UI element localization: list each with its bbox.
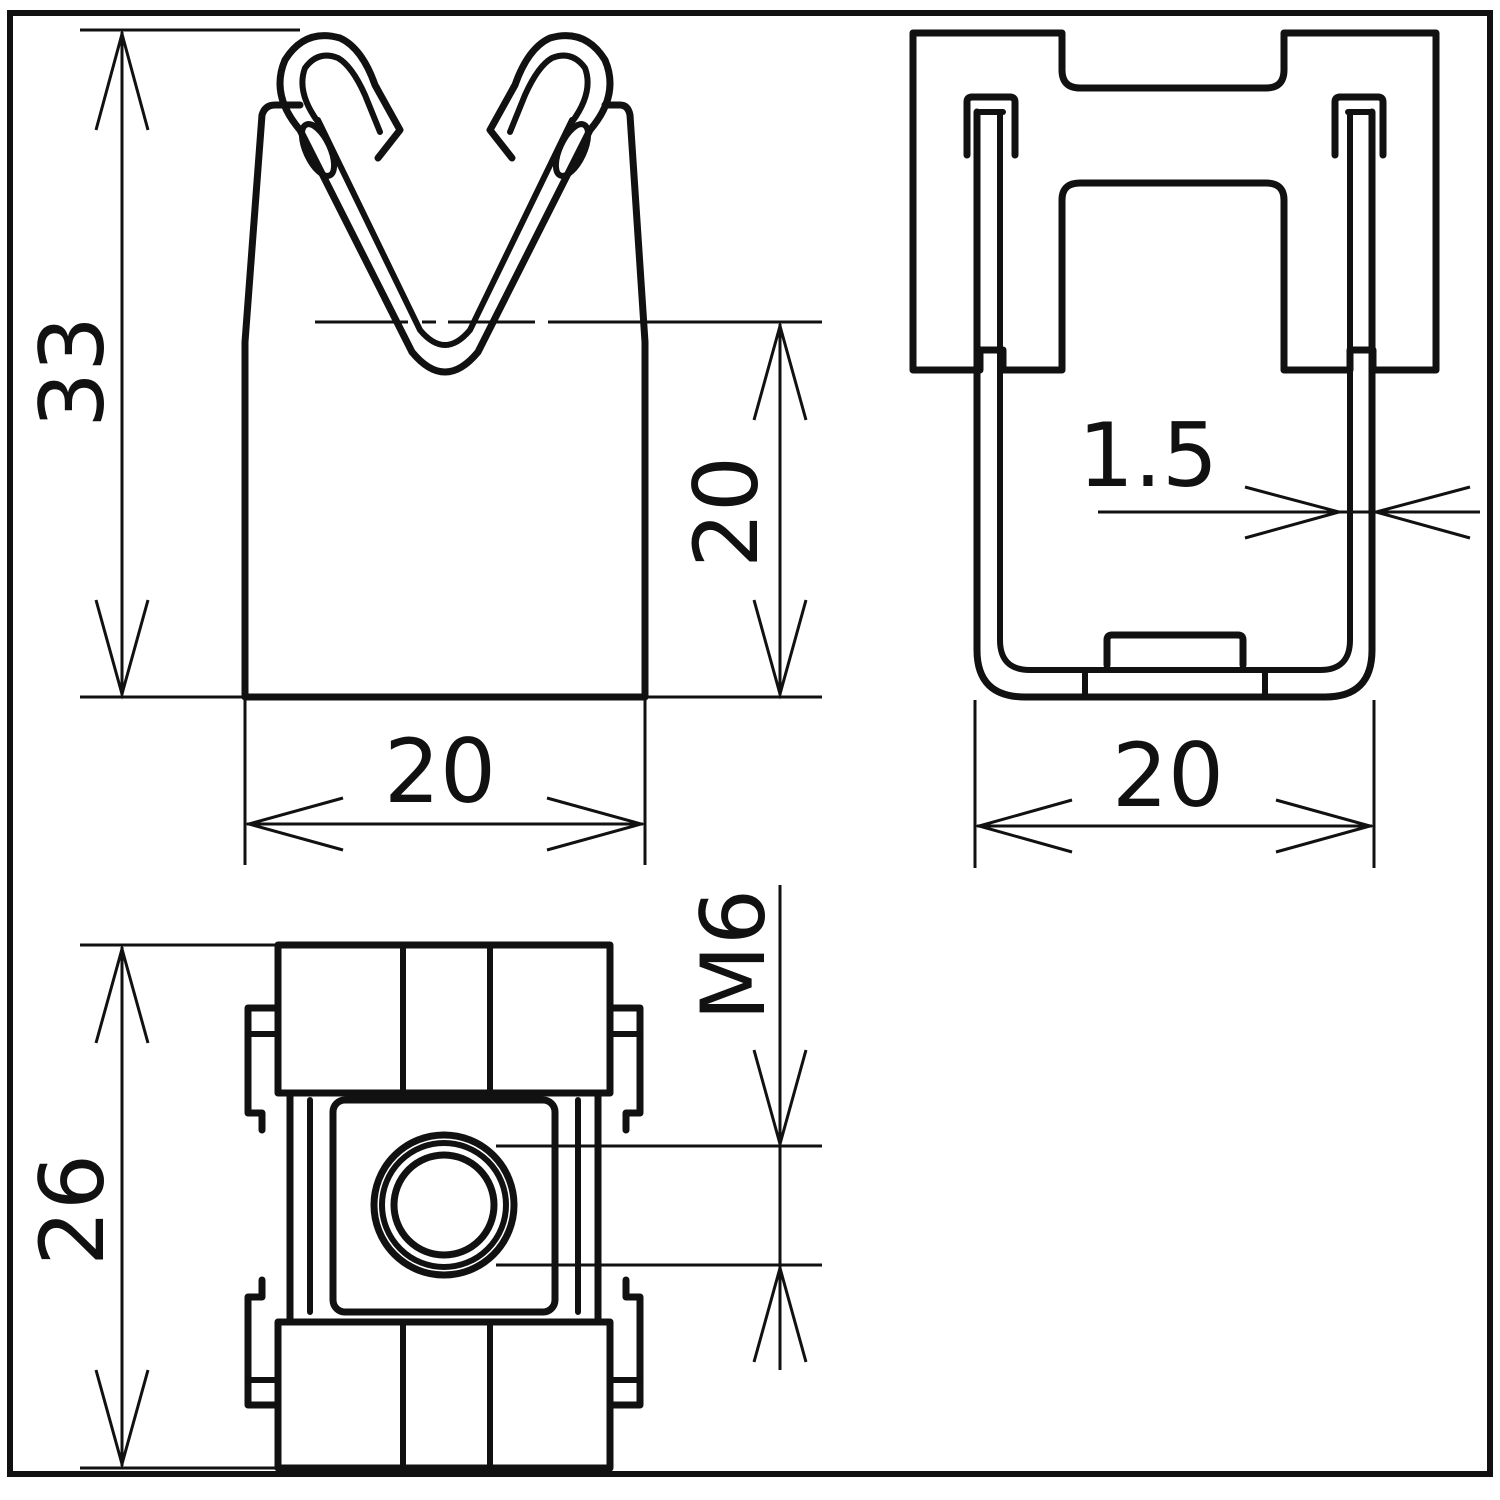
top-block-lower xyxy=(274,1318,614,1472)
dim-1p5-arrow-right xyxy=(1370,485,1471,540)
top-block-upper xyxy=(274,941,614,1097)
top-middle-section xyxy=(286,1089,602,1326)
top-thread-mid xyxy=(379,1140,509,1270)
dim-33-label: 33 xyxy=(21,316,124,428)
dim-26-label: 26 xyxy=(21,1154,124,1266)
top-view: 26 M6 xyxy=(21,885,822,1472)
dim-m6-arrow-bottom xyxy=(752,1262,808,1363)
top-left-tab-lower xyxy=(244,1276,282,1409)
top-left-tab-upper xyxy=(244,1004,282,1134)
side-u-wire-outer xyxy=(973,108,1376,701)
dim-20h-label: 20 xyxy=(384,720,496,823)
front-right-hook xyxy=(486,32,614,162)
dim-side-20-label: 20 xyxy=(1112,724,1224,827)
dim-20h-arrow-right xyxy=(546,796,647,852)
front-left-hook-inner xyxy=(299,52,383,135)
side-view: 1.5 20 xyxy=(909,29,1480,868)
front-view: 33 20 20 xyxy=(21,28,822,865)
front-left-hook xyxy=(276,32,404,162)
front-rivet-right xyxy=(552,121,592,179)
top-thread-inner xyxy=(390,1151,498,1259)
top-thread-outer xyxy=(370,1131,518,1279)
dim-20v-arrow-bottom xyxy=(752,599,808,700)
side-u-wire-inner xyxy=(997,109,1353,673)
dim-m6-label: M6 xyxy=(682,889,785,1021)
dim-20v-label: 20 xyxy=(675,456,778,568)
dim-26-arrow-bottom xyxy=(94,1369,150,1470)
front-rivet-left xyxy=(298,121,338,179)
dim-1p5-label: 1.5 xyxy=(1078,404,1218,507)
dim-33-arrow-bottom xyxy=(94,599,150,700)
front-v-wire-inner xyxy=(315,117,575,348)
dim-side-20-arrow-right xyxy=(1275,798,1376,854)
dim-20h-arrow-left xyxy=(243,796,344,852)
top-right-tab-upper xyxy=(606,1004,644,1134)
side-bottom-base xyxy=(1082,669,1268,700)
dim-m6-arrow-top xyxy=(752,1049,808,1150)
side-left-post-outer xyxy=(963,93,1019,159)
front-body-outline xyxy=(241,101,649,701)
dim-26-arrow-top xyxy=(94,943,150,1044)
dim-33-arrow-top xyxy=(94,28,150,131)
front-v-wire xyxy=(296,126,594,376)
top-nut-plate xyxy=(329,1096,559,1316)
drawing-frame xyxy=(7,10,1493,1477)
dim-20v-arrow-top xyxy=(752,320,808,421)
side-upper-block xyxy=(909,29,1440,374)
dim-side-20-arrow-left xyxy=(973,798,1073,854)
side-bottom-tab xyxy=(1103,631,1247,669)
top-right-tab-lower xyxy=(606,1276,644,1409)
front-right-hook-inner xyxy=(507,52,591,135)
dim-1p5-arrow-left xyxy=(1244,485,1345,540)
side-right-post-outer xyxy=(1331,93,1387,159)
top-middle-inner-lines xyxy=(307,1097,581,1315)
